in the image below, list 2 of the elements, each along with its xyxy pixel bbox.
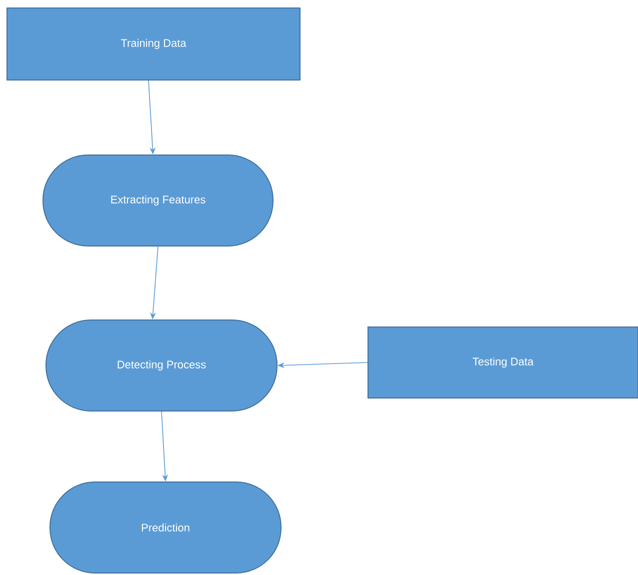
process-box: Training Data: [6, 8, 300, 80]
process-box: Testing Data: [368, 326, 638, 398]
